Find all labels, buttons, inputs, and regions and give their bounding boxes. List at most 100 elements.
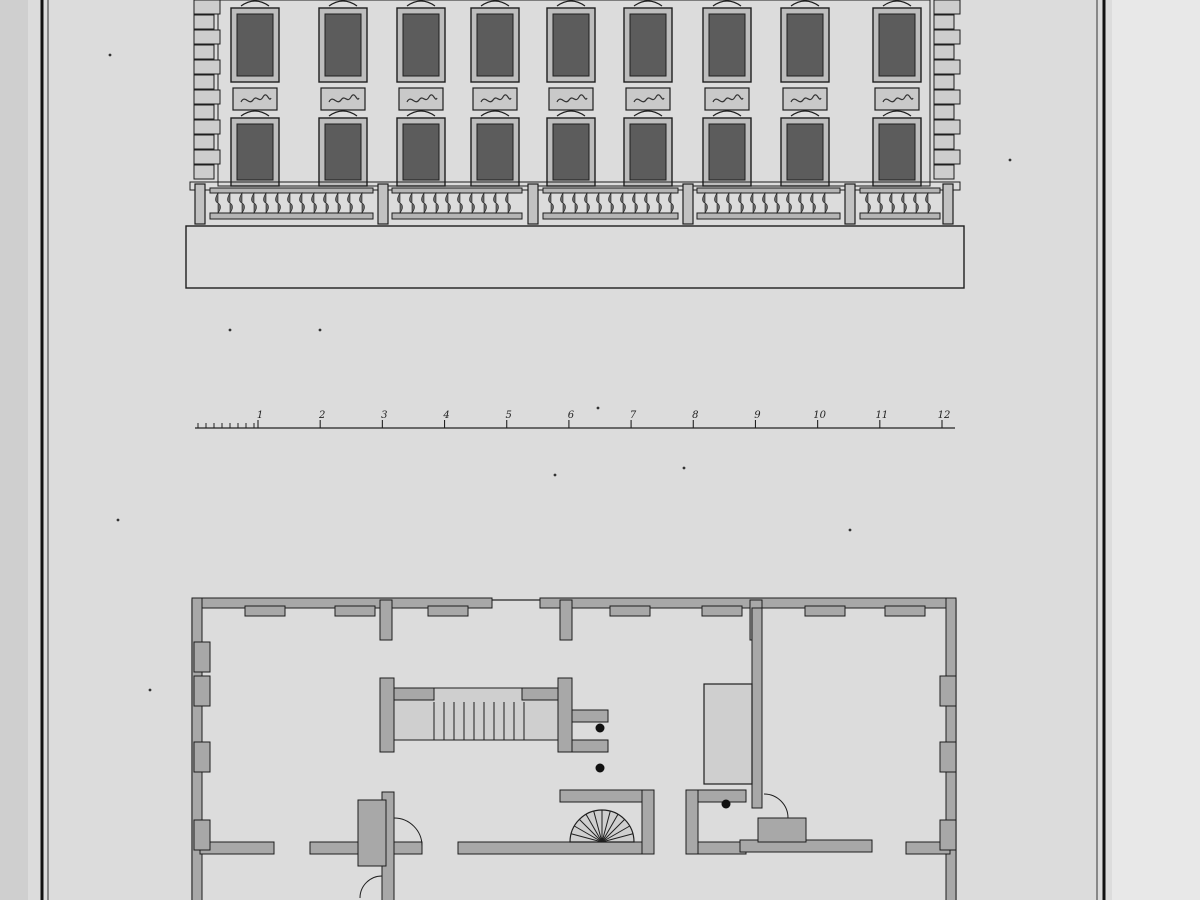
quoin-block bbox=[933, 104, 955, 120]
scale-tick-label: 4 bbox=[442, 410, 449, 421]
balustrade-base bbox=[859, 212, 941, 220]
plan-wall-segment bbox=[757, 817, 807, 843]
lower-window-row bbox=[230, 110, 922, 187]
upper-window-crest bbox=[240, 0, 270, 7]
right-pier bbox=[939, 741, 957, 773]
quoin-block bbox=[193, 164, 215, 180]
baluster bbox=[668, 191, 674, 214]
spiral-tread bbox=[601, 833, 634, 843]
baluster bbox=[798, 191, 804, 214]
scale-tick-label: 8 bbox=[692, 410, 698, 421]
baluster bbox=[263, 191, 269, 214]
quoin-block bbox=[193, 29, 221, 45]
scale-tick-label: 12 bbox=[938, 410, 951, 421]
baluster bbox=[481, 191, 487, 214]
relief-ornament bbox=[633, 94, 665, 103]
baluster bbox=[421, 191, 427, 214]
relief-ornament bbox=[406, 94, 438, 103]
relief-panel-row bbox=[232, 87, 920, 111]
baluster bbox=[287, 191, 293, 214]
floor-plan bbox=[191, 597, 957, 900]
quoin-block bbox=[193, 59, 221, 75]
baluster bbox=[505, 191, 511, 214]
baluster bbox=[457, 191, 463, 214]
baluster bbox=[644, 191, 650, 214]
paper-speck bbox=[596, 406, 600, 410]
baluster bbox=[215, 191, 221, 214]
door-swings bbox=[359, 793, 789, 899]
upper-window-crest bbox=[633, 0, 663, 7]
scale-tick-label: 9 bbox=[754, 410, 761, 421]
plan-wall-segment bbox=[685, 789, 699, 855]
paper-speck bbox=[553, 473, 557, 477]
baluster bbox=[608, 191, 614, 214]
plan-wall-segment bbox=[641, 789, 655, 855]
top-pier bbox=[244, 605, 286, 617]
right-quoins bbox=[933, 0, 961, 180]
baluster bbox=[901, 191, 907, 214]
balustrade-pier bbox=[844, 183, 856, 225]
relief-ornament bbox=[480, 94, 512, 103]
baluster bbox=[810, 191, 816, 214]
relief-panel bbox=[398, 87, 444, 111]
scale-tick-label: 7 bbox=[630, 410, 637, 421]
baluster bbox=[726, 191, 732, 214]
quoin-block bbox=[933, 134, 955, 150]
quoin-block bbox=[193, 149, 221, 165]
baluster bbox=[656, 191, 662, 214]
balustrade-pier bbox=[682, 183, 694, 225]
lower-window-pane bbox=[324, 123, 362, 181]
relief-ornament bbox=[328, 94, 360, 103]
relief-panel bbox=[548, 87, 594, 111]
top-pier bbox=[609, 605, 651, 617]
lower-window-crest bbox=[240, 110, 270, 117]
quoin-block bbox=[933, 89, 961, 105]
baluster bbox=[275, 191, 281, 214]
balustrade-rail bbox=[391, 187, 523, 194]
upper-window-pane bbox=[786, 13, 824, 77]
baluster bbox=[822, 191, 828, 214]
baluster bbox=[409, 191, 415, 214]
right-pier bbox=[939, 819, 957, 851]
facade-elevation bbox=[185, 0, 965, 289]
quoin-block bbox=[933, 119, 961, 135]
relief-panel bbox=[704, 87, 750, 111]
upper-window-pane bbox=[878, 13, 916, 77]
baluster bbox=[227, 191, 233, 214]
spiral-tread bbox=[574, 825, 603, 843]
lower-window-crest bbox=[712, 110, 742, 117]
scale-tick-label: 6 bbox=[568, 410, 575, 421]
baluster bbox=[323, 191, 329, 214]
scale-tick-label: 11 bbox=[875, 410, 888, 421]
balustrade-rail bbox=[859, 187, 941, 194]
top-pier bbox=[701, 605, 743, 617]
scale-tick-label: 10 bbox=[813, 410, 826, 421]
plan-column bbox=[721, 799, 731, 809]
left-pier bbox=[193, 675, 211, 707]
baluster bbox=[620, 191, 626, 214]
right-margin-strip bbox=[1112, 0, 1200, 900]
plan-wall-segment bbox=[751, 607, 763, 809]
relief-ornament bbox=[712, 94, 744, 103]
quoin-block bbox=[193, 0, 221, 15]
baluster bbox=[359, 191, 365, 214]
plan-column bbox=[595, 723, 605, 733]
upper-window-pane bbox=[236, 13, 274, 77]
baluster bbox=[714, 191, 720, 214]
baluster bbox=[762, 191, 768, 214]
plan-wall-segment bbox=[457, 841, 653, 855]
upper-window-pane bbox=[324, 13, 362, 77]
baluster bbox=[865, 191, 871, 214]
lower-window-pane bbox=[402, 123, 440, 181]
stair-wall-left bbox=[379, 677, 395, 753]
relief-panel bbox=[232, 87, 278, 111]
spiral-tread bbox=[593, 810, 603, 843]
balustrade-rail bbox=[209, 187, 374, 194]
plan-wall-segment bbox=[559, 789, 655, 803]
upper-window-crest bbox=[712, 0, 742, 7]
quoin-block bbox=[933, 14, 955, 30]
lower-window-pane bbox=[552, 123, 590, 181]
baluster bbox=[397, 191, 403, 214]
upper-window-crest bbox=[406, 0, 436, 7]
